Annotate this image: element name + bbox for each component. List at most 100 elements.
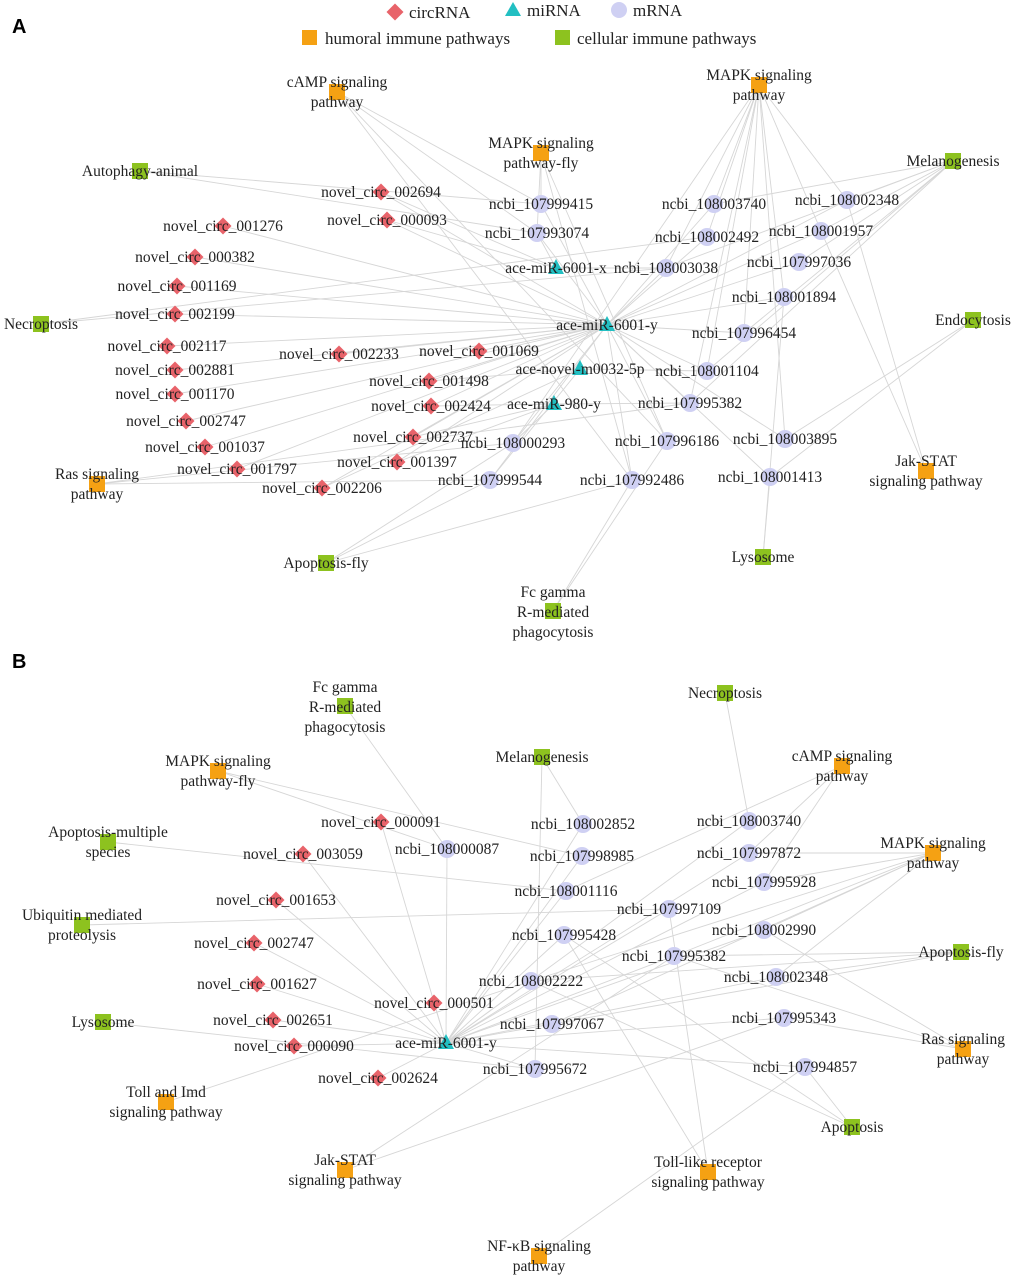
node-circ-c1797[interactable]: novel_circ_001797	[177, 460, 297, 478]
node-circ-c0501[interactable]: novel_circ_000501	[374, 994, 494, 1012]
node-mrna-r8985[interactable]: ncbi_107998985	[530, 847, 634, 865]
node-circ-c2737[interactable]: novel_circ_002737	[353, 428, 473, 446]
node-mrna-r0293[interactable]: ncbi_108000293	[461, 434, 565, 452]
node-circ-c2233[interactable]: novel_circ_002233	[279, 345, 399, 363]
node-mrna-r7872[interactable]: ncbi_107997872	[697, 844, 801, 862]
node-circ-c2624[interactable]: novel_circ_002624	[318, 1069, 438, 1087]
node-circ-c1397[interactable]: novel_circ_001397	[337, 453, 457, 471]
node-cellular-melano[interactable]: Melanogenesis	[496, 749, 589, 766]
node-circ-c1653[interactable]: novel_circ_001653	[216, 891, 336, 909]
node-mrna-r2222[interactable]: ncbi_108002222	[479, 972, 583, 990]
node-mirna-mnovel[interactable]: ace-novel-m0032-5p	[515, 360, 645, 378]
node-circ-c2651[interactable]: novel_circ_002651	[213, 1011, 333, 1029]
node-mrna-r9544[interactable]: ncbi_107999544	[438, 471, 542, 489]
node-cellular-apofly[interactable]: Apoptosis-fly	[918, 944, 1004, 961]
node-mrna-r6186[interactable]: ncbi_107996186	[615, 432, 719, 450]
node-mrna-r3038[interactable]: ncbi_108003038	[614, 259, 718, 277]
node-mrna-r2852[interactable]: ncbi_108002852	[531, 815, 635, 833]
node-mrna-r7109[interactable]: ncbi_107997109	[617, 900, 721, 918]
node-circ-c1069[interactable]: novel_circ_001069	[419, 342, 539, 360]
node-circ-c2694[interactable]: novel_circ_002694	[321, 183, 441, 201]
node-mrna-r4857[interactable]: ncbi_107994857	[753, 1058, 857, 1076]
node-mirna-m980[interactable]: ace-miR-980-y	[507, 395, 601, 413]
node-mrna-r1413[interactable]: ncbi_108001413	[718, 468, 822, 486]
node-circ-c0090[interactable]: novel_circ_000090	[234, 1037, 354, 1055]
node-mrna-r1104[interactable]: ncbi_108001104	[655, 362, 759, 380]
node-cellular-melano[interactable]: Melanogenesis	[907, 153, 1000, 170]
node-cellular-autophagy[interactable]: Autophagy-animal	[82, 163, 198, 180]
edge-c0382-m6001y	[194, 256, 608, 326]
node-mrna-r7067[interactable]: ncbi_107997067	[500, 1015, 604, 1033]
node-circ-c1037[interactable]: novel_circ_001037	[145, 438, 265, 456]
node-circ-c2206[interactable]: novel_circ_002206	[262, 479, 382, 497]
node-mrna-r5382[interactable]: ncbi_107995382	[622, 947, 726, 965]
node-mrna-r2486[interactable]: ncbi_107992486	[580, 471, 684, 489]
node-cellular-necro[interactable]: Necroptosis	[4, 316, 78, 333]
node-mirna-m6001x[interactable]: ace-miR-6001-x	[505, 259, 607, 277]
node-mirna-m6001y[interactable]: ace-miR-6001-y	[395, 1034, 497, 1052]
node-circ-c1498[interactable]: novel_circ_001498	[369, 372, 489, 390]
node-circ-c0382[interactable]: novel_circ_000382	[135, 248, 255, 266]
node-mrna-r5343[interactable]: ncbi_107995343	[732, 1009, 836, 1027]
node-circ-c0093[interactable]: novel_circ_000093	[327, 211, 447, 229]
node-cellular-endo[interactable]: Endocytosis	[935, 312, 1011, 329]
node-mrna-r9415[interactable]: ncbi_107999415	[489, 195, 593, 213]
node-circ-c0091[interactable]: novel_circ_000091	[321, 813, 441, 831]
node-mrna-r5928[interactable]: ncbi_107995928	[712, 873, 816, 891]
node-circ-c2747[interactable]: novel_circ_002747	[194, 934, 314, 952]
node-mrna-r0087[interactable]: ncbi_108000087	[395, 840, 499, 858]
node-circ-c2747[interactable]: novel_circ_002747	[126, 412, 246, 430]
node-cellular-apo[interactable]: Apoptosis	[821, 1119, 884, 1136]
node-mrna-r3740[interactable]: ncbi_108003740	[697, 812, 801, 830]
edge-ras-r5382	[673, 955, 964, 1050]
node-mrna-r5382[interactable]: ncbi_107995382	[638, 394, 742, 412]
node-circ-c1169[interactable]: novel_circ_001169	[117, 277, 237, 295]
node-label-line: ncbi_108003740	[662, 196, 766, 213]
node-circ-c2117[interactable]: novel_circ_002117	[107, 337, 227, 355]
node-cellular-lyso[interactable]: Lysosome	[732, 549, 795, 566]
node-circ-c2199[interactable]: novel_circ_002199	[115, 305, 235, 323]
node-circ-c1170[interactable]: novel_circ_001170	[115, 385, 235, 403]
node-mirna-m6001y[interactable]: ace-miR-6001-y	[556, 316, 658, 334]
node-cellular-lyso[interactable]: Lysosome	[72, 1014, 135, 1031]
node-cellular-necro[interactable]: Necroptosis	[688, 685, 762, 702]
node-mrna-r3074[interactable]: ncbi_107993074	[485, 224, 589, 242]
node-mrna-r2348[interactable]: ncbi_108002348	[795, 191, 899, 209]
node-circ-c2424[interactable]: novel_circ_002424	[371, 397, 491, 415]
node-mrna-r2348[interactable]: ncbi_108002348	[724, 968, 828, 986]
node-mrna-r1894[interactable]: ncbi_108001894	[732, 288, 836, 306]
node-mrna-r5672[interactable]: ncbi_107995672	[483, 1060, 587, 1078]
node-cellular-apofly[interactable]: Apoptosis-fly	[283, 555, 369, 572]
node-circ-c2881[interactable]: novel_circ_002881	[115, 361, 235, 379]
node-mrna-r7036[interactable]: ncbi_107997036	[747, 253, 851, 271]
node-mrna-r3895[interactable]: ncbi_108003895	[733, 430, 837, 448]
node-mrna-r1957[interactable]: ncbi_108001957	[769, 222, 873, 240]
node-mrna-r2990[interactable]: ncbi_108002990	[712, 921, 816, 939]
node-mrna-r6454[interactable]: ncbi_107996454	[692, 324, 796, 342]
node-mrna-r5428[interactable]: ncbi_107995428	[512, 926, 616, 944]
node-label-line: novel_circ_000090	[234, 1038, 354, 1055]
node-mrna-r1116[interactable]: ncbi_108001116	[514, 882, 618, 900]
node-circ-c3059[interactable]: novel_circ_003059	[243, 845, 363, 863]
node-mrna-r3740[interactable]: ncbi_108003740	[662, 195, 766, 213]
node-mrna-r2492[interactable]: ncbi_108002492	[655, 228, 759, 246]
node-circ-c1627[interactable]: novel_circ_001627	[197, 975, 317, 993]
node-circ-c1276[interactable]: novel_circ_001276	[163, 217, 283, 235]
